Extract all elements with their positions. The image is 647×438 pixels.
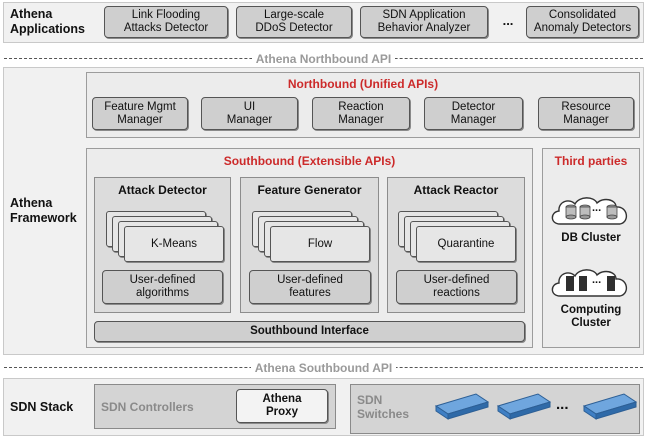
applications-label-line1: Athena <box>10 7 53 21</box>
database-icon <box>579 204 591 220</box>
kmeans-label: K-Means <box>150 238 198 250</box>
server-icon <box>607 276 615 291</box>
db-cluster-label: DB Cluster <box>561 232 621 244</box>
third-parties-panel <box>542 148 640 348</box>
framework-label: Athena Framework <box>10 196 90 226</box>
computing-cluster-cloud-icon <box>551 269 627 297</box>
framework-label-line2: Framework <box>10 211 77 225</box>
sdn-controllers-label: SDN Controllers <box>101 400 194 414</box>
network-switch-icon <box>496 393 552 420</box>
database-icon <box>606 204 618 220</box>
feature-generator-title: Feature Generator <box>257 183 362 197</box>
applications-label-line2: Applications <box>10 22 86 36</box>
network-switch-icon <box>434 393 490 420</box>
quarantine-card: Quarantine <box>416 226 516 262</box>
sdn-stack-label: SDN Stack <box>10 400 74 414</box>
db-cluster-cloud-icon <box>551 197 627 225</box>
database-icon <box>565 204 577 220</box>
server-icon <box>566 276 574 291</box>
flow-card: Flow <box>270 226 370 262</box>
computing-cluster-label: Computing Cluster <box>560 304 622 329</box>
southbound-api-label: Athena Southbound API <box>250 361 397 375</box>
network-switch-icon <box>582 393 638 420</box>
northbound-api-label: Athena Northbound API <box>251 52 396 66</box>
quarantine-label: Quarantine <box>437 238 495 250</box>
db-cluster-ellipsis: ... <box>592 202 602 214</box>
framework-label-line1: Athena <box>10 196 53 210</box>
kmeans-card: K-Means <box>124 226 224 262</box>
southbound-interface: Southbound Interface <box>94 321 525 342</box>
attack-reactor-title: Attack Reactor <box>413 183 499 197</box>
server-icon <box>579 276 587 291</box>
applications-ellipsis: ... <box>502 13 514 28</box>
flow-label: Flow <box>307 238 333 250</box>
attack-detector-title: Attack Detector <box>118 183 207 197</box>
southbound-title: Southbound (Extensible APIs) <box>223 154 396 168</box>
northbound-title: Northbound (Unified APIs) <box>287 77 439 91</box>
sdn-switches-label: SDN Switches <box>357 393 410 421</box>
third-parties-title: Third parties <box>554 154 628 168</box>
applications-label: Athena Applications <box>10 7 95 37</box>
computing-cluster-ellipsis: ... <box>592 274 602 286</box>
sdn-switches-ellipsis: ... <box>556 396 569 413</box>
